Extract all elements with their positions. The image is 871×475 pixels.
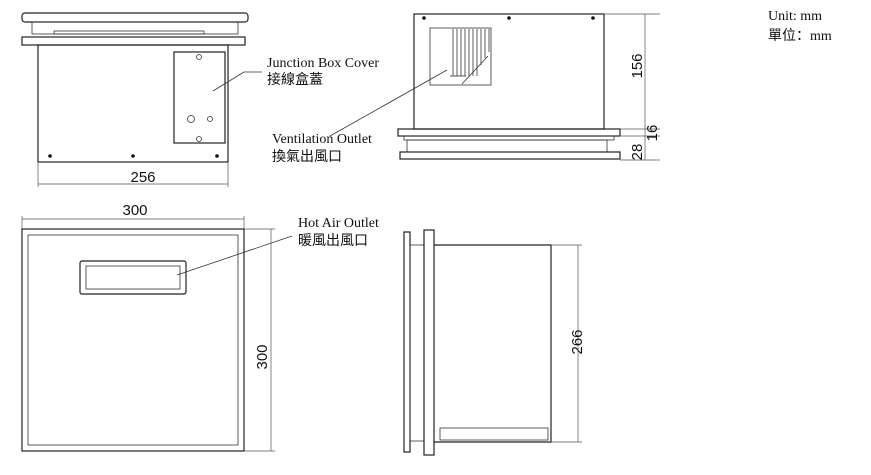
front-view-junction [21,12,262,187]
panel-view-hot-air [21,216,293,452]
hot-air-label-en: Hot Air Outlet [298,216,379,231]
ventilation-label-zh: 換氣出風口 [272,149,342,165]
dim-grille-depth: 28 [629,144,646,161]
dim-front-width: 256 [130,169,155,186]
dim-panel-width: 300 [122,202,147,219]
side-view [403,229,582,456]
junction-box-label-en: Junction Box Cover [267,56,379,71]
unit-label-en: Unit: mm [768,9,822,24]
hot-air-label-zh: 暖風出風口 [298,233,368,249]
junction-box-cover [173,51,226,144]
rear-view-ventilation [329,13,660,161]
ventilation-label-en: Ventilation Outlet [272,132,372,147]
junction-box-label-zh: 接線盒蓋 [267,71,323,88]
dim-front-height: 156 [629,53,646,78]
dim-side-height: 266 [569,329,586,354]
dim-flange: 16 [644,125,661,142]
unit-label-zh: 單位：mm [768,28,832,44]
dim-panel-height: 300 [254,344,271,369]
